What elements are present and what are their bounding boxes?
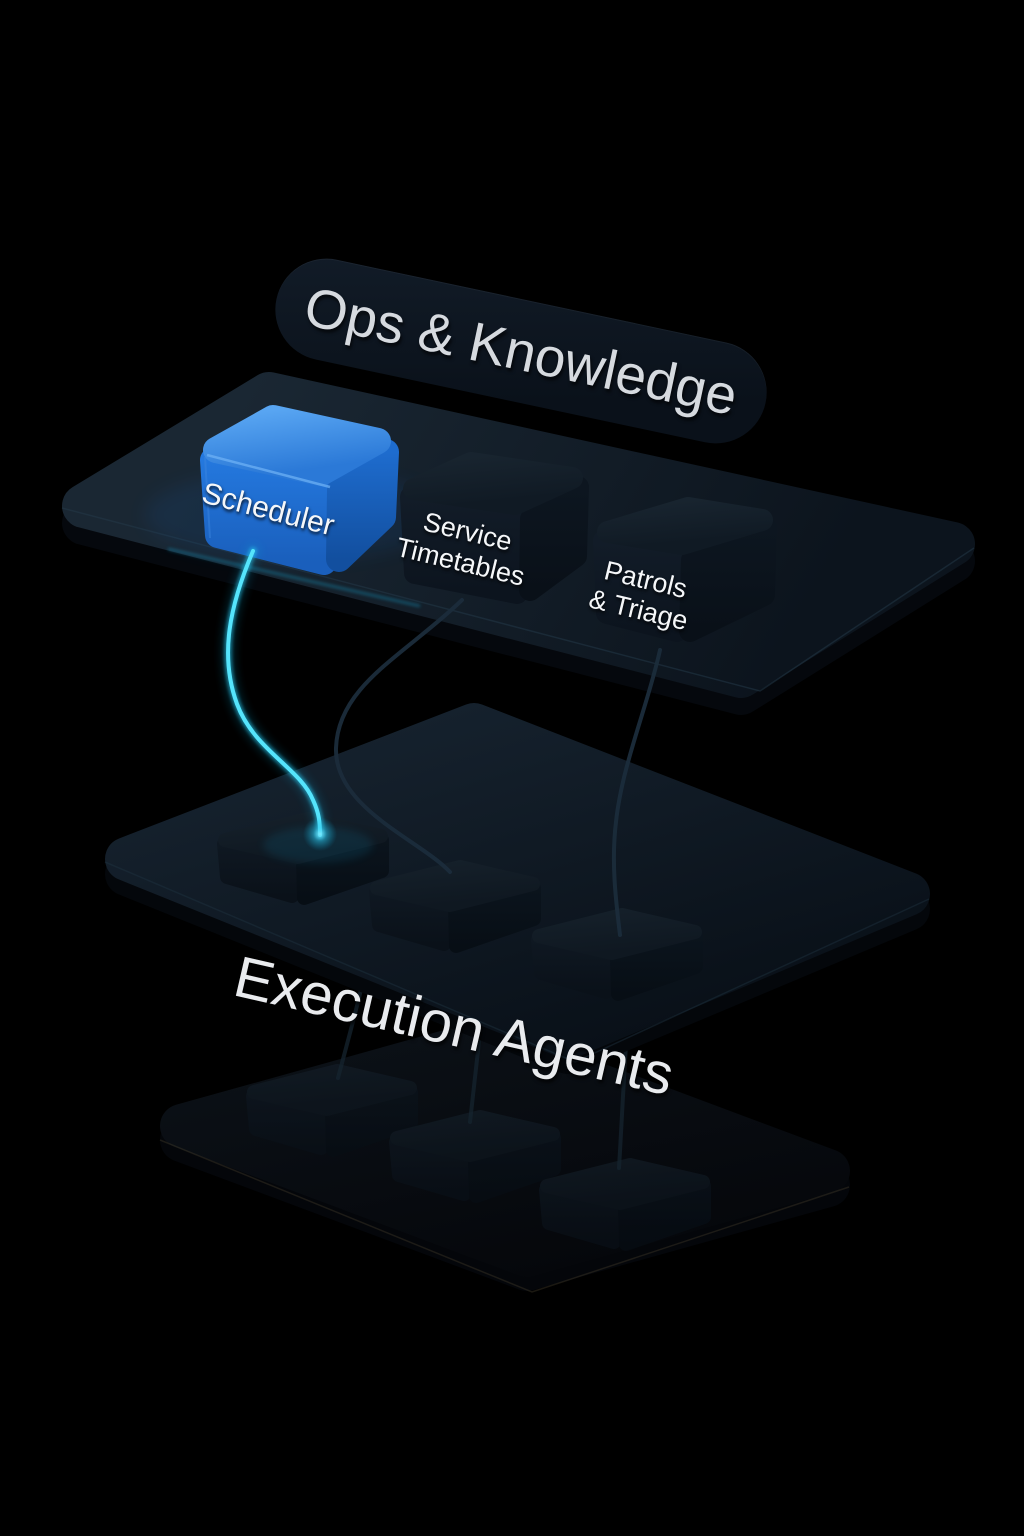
- ops-to-agent-cables: [333, 598, 662, 937]
- ops-platform-rim: [61, 507, 975, 692]
- service-timetables-box-front: [400, 486, 528, 604]
- scheduler-box: [200, 405, 399, 575]
- cable-patrols-agent3: [611, 648, 662, 937]
- cable-service-agent2: [333, 598, 464, 874]
- scheduler-cable: [220, 543, 337, 851]
- ops-platform-rim-cyan-reflection: [167, 547, 421, 608]
- service-timetables-box-right: [519, 476, 589, 601]
- ghost-box-3: [546, 1165, 704, 1244]
- scheduler-box-top: [203, 405, 391, 486]
- scheduler-box-right: [326, 439, 399, 572]
- service-timetables-box-top: [403, 452, 583, 515]
- scheduler-cable-core: [226, 549, 322, 837]
- scheduler-box-front: [200, 447, 337, 575]
- patrols-triage-box-top: [597, 497, 773, 555]
- patrols-triage-box-right: [679, 517, 777, 642]
- ghost-box-1: [253, 1071, 411, 1150]
- scheduler-box-edge-highlight: [206, 453, 331, 489]
- ghost-platform-rim: [159, 1139, 850, 1293]
- scheduler-cable-tip-glow: [303, 817, 337, 851]
- agent-box-2: [376, 867, 534, 946]
- patrols-triage-box: [593, 497, 777, 642]
- service-timetables-box: [400, 452, 589, 604]
- agent-box-3: [538, 915, 696, 994]
- agents-platform-rim: [104, 861, 930, 1063]
- scheduler-box-left-edge-highlight: [204, 456, 211, 539]
- patrols-triage-box-front: [593, 530, 688, 642]
- ghost-box-2: [396, 1117, 554, 1196]
